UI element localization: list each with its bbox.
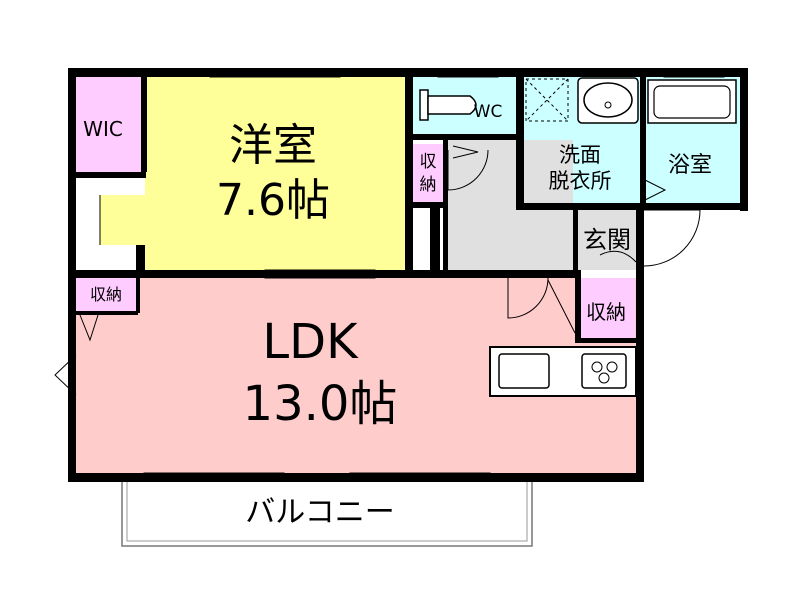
toilet-icon xyxy=(419,89,477,121)
storage-right-area xyxy=(575,278,635,341)
washbasin-icon xyxy=(577,77,639,124)
storage-upper-label-1: 収 xyxy=(420,152,437,172)
entrance-label: 玄関 xyxy=(583,226,631,254)
western-room-name: 洋室 xyxy=(229,120,317,171)
washer-space xyxy=(525,78,569,122)
storage-left-label: 収納 xyxy=(90,285,122,304)
bathroom-label: 浴室 xyxy=(668,153,712,178)
ldk-name: LDK xyxy=(262,314,359,370)
bathtub-icon xyxy=(647,79,737,124)
storage-upper-label-2: 納 xyxy=(420,175,437,195)
wc-label: WC xyxy=(474,102,503,122)
entrance-area xyxy=(578,210,640,270)
storage-upper-area xyxy=(413,144,443,202)
washroom-label-1: 洗面 xyxy=(559,143,601,167)
washroom-label-2: 脱衣所 xyxy=(549,169,612,193)
walls xyxy=(68,68,748,482)
kitchen-sink xyxy=(498,353,550,389)
wic-area xyxy=(76,77,141,172)
storage-right-label: 収納 xyxy=(586,300,626,324)
western-room xyxy=(100,77,405,270)
western-room-area: 7.6帖 xyxy=(216,175,330,226)
balcony xyxy=(121,480,533,547)
balcony-label: バルコニー xyxy=(245,495,394,530)
wic-label: WIC xyxy=(83,117,123,141)
doors xyxy=(54,145,701,396)
ldk-area-label: 13.0帖 xyxy=(243,376,398,432)
